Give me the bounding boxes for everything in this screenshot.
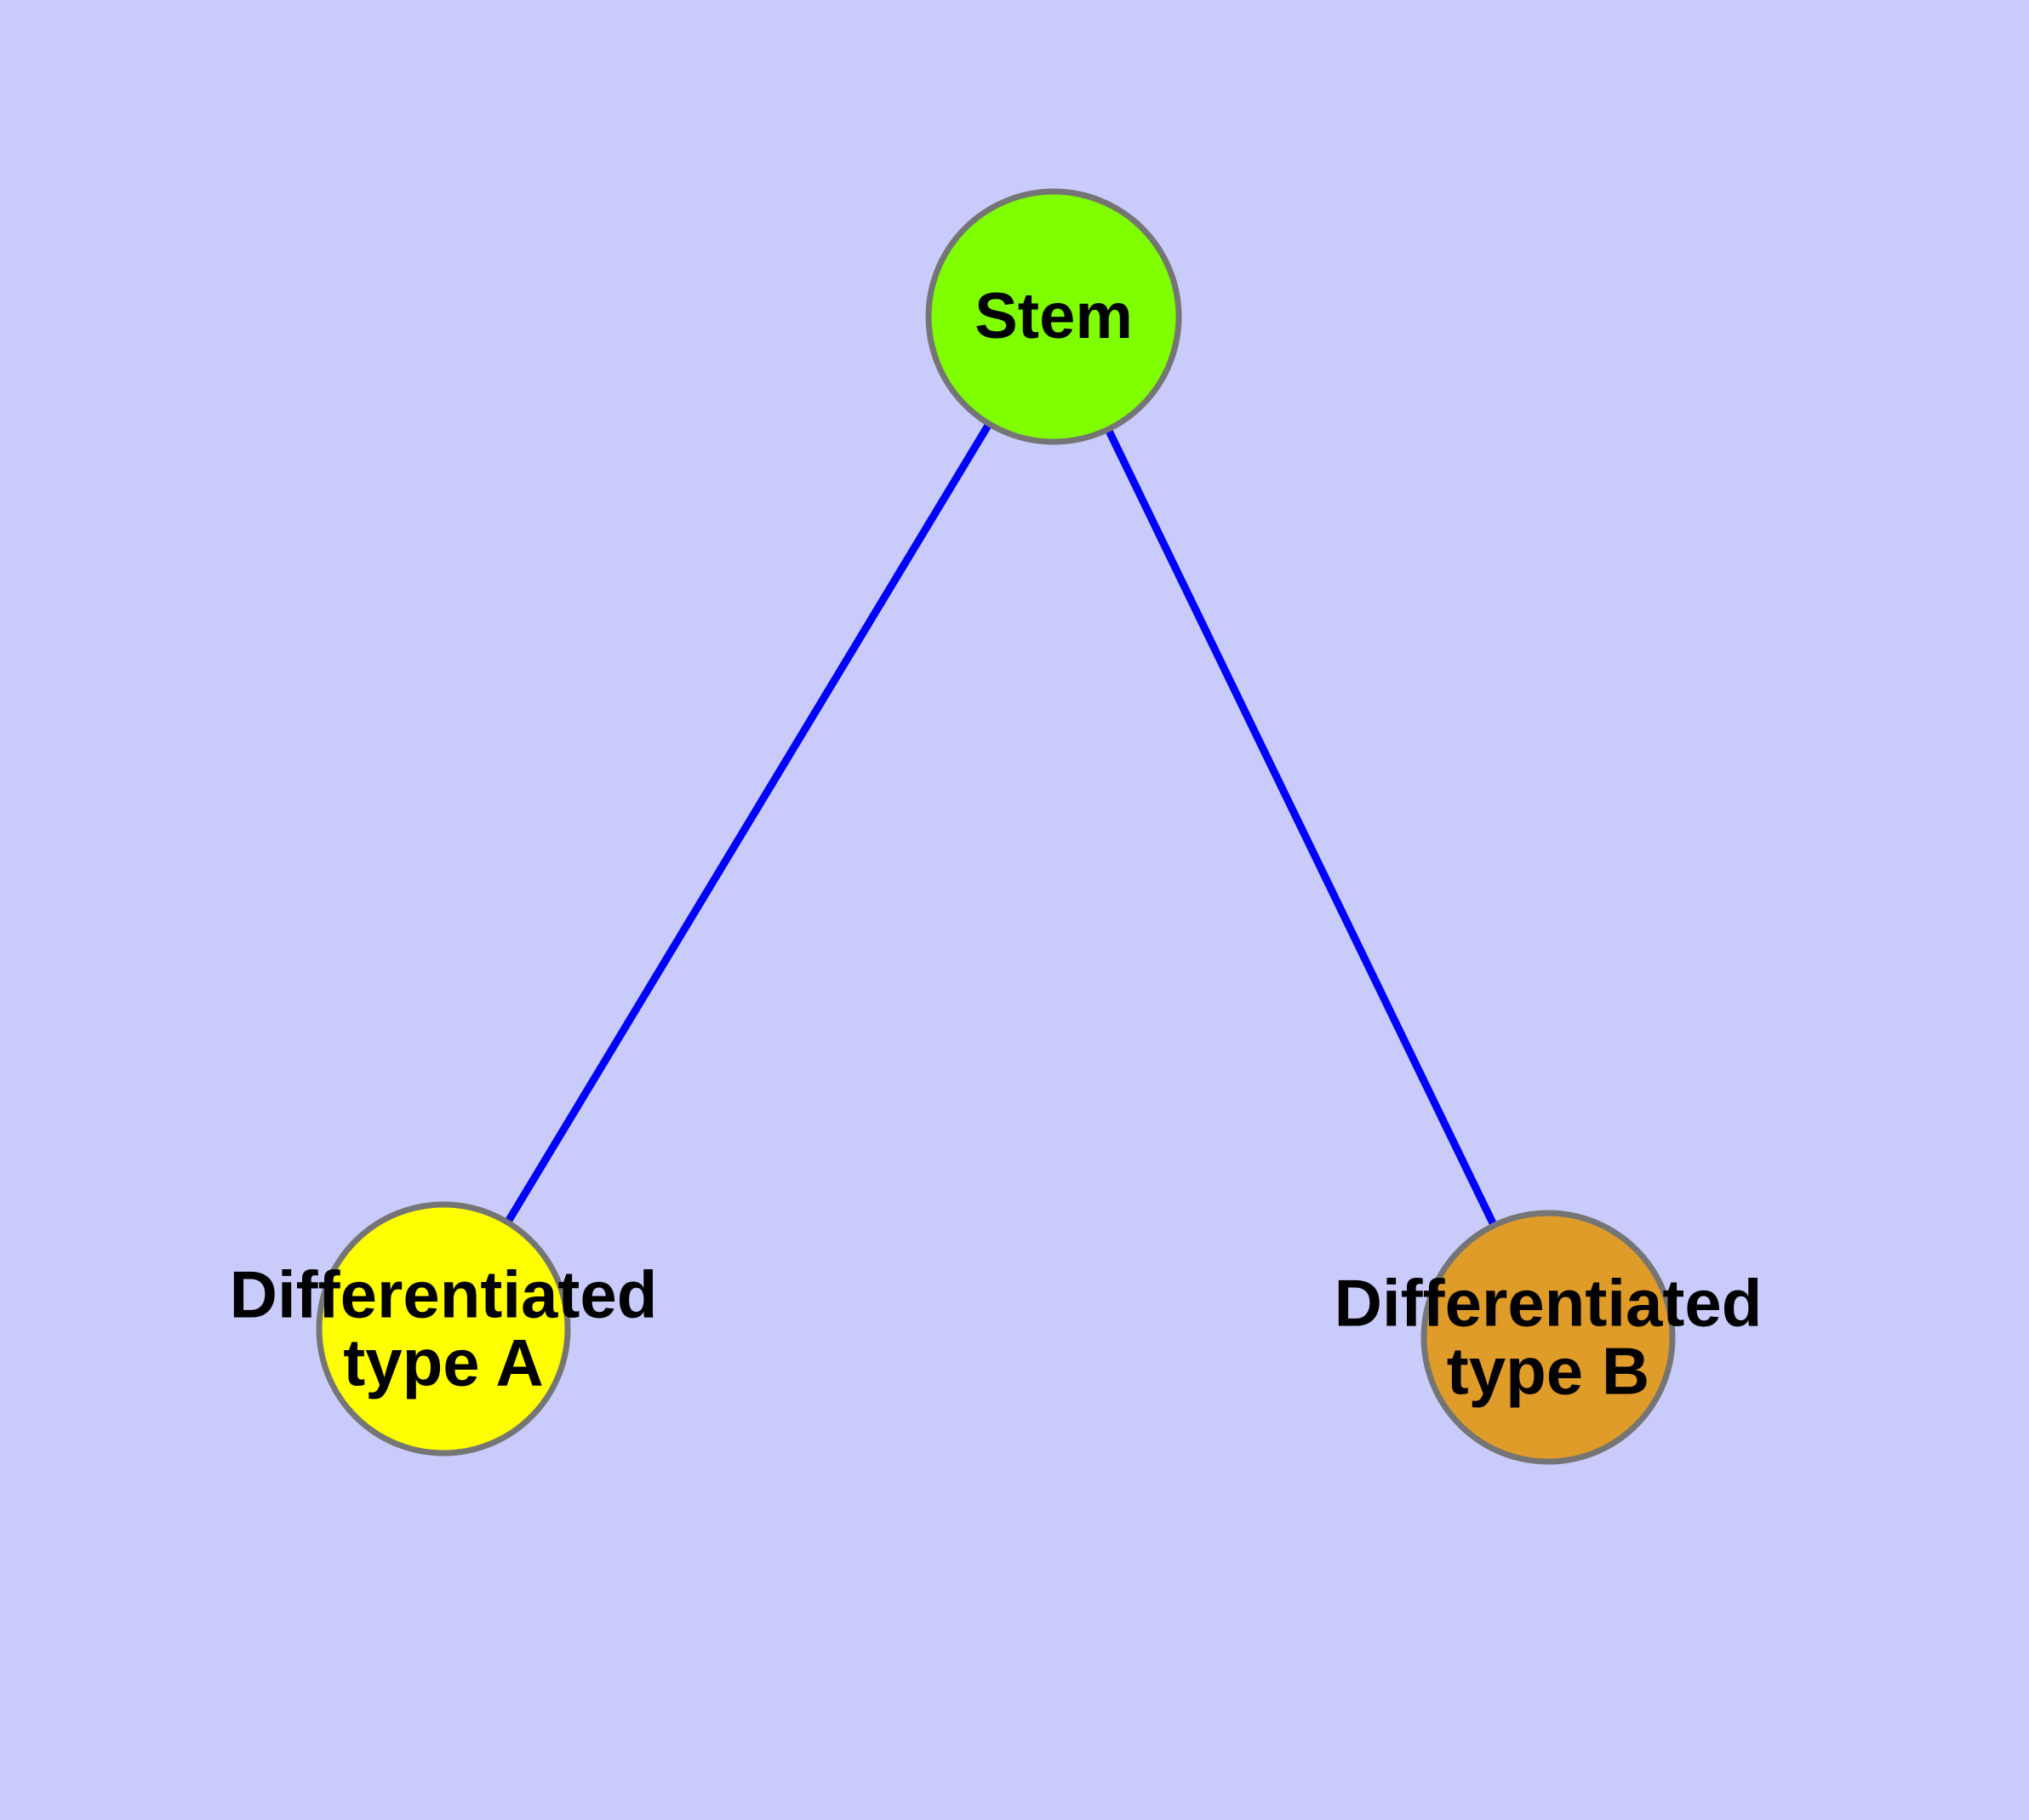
edge-stem-to-type-b [1049,315,1552,1339]
node-circle-diff-type-a[interactable] [316,1201,571,1457]
node-layer [316,188,1676,1465]
node-circle-diff-type-b[interactable] [1420,1210,1676,1465]
edge-layer [440,314,1552,1339]
edge-stem-to-type-a [440,314,1057,1331]
node-circle-stem[interactable] [925,188,1182,445]
